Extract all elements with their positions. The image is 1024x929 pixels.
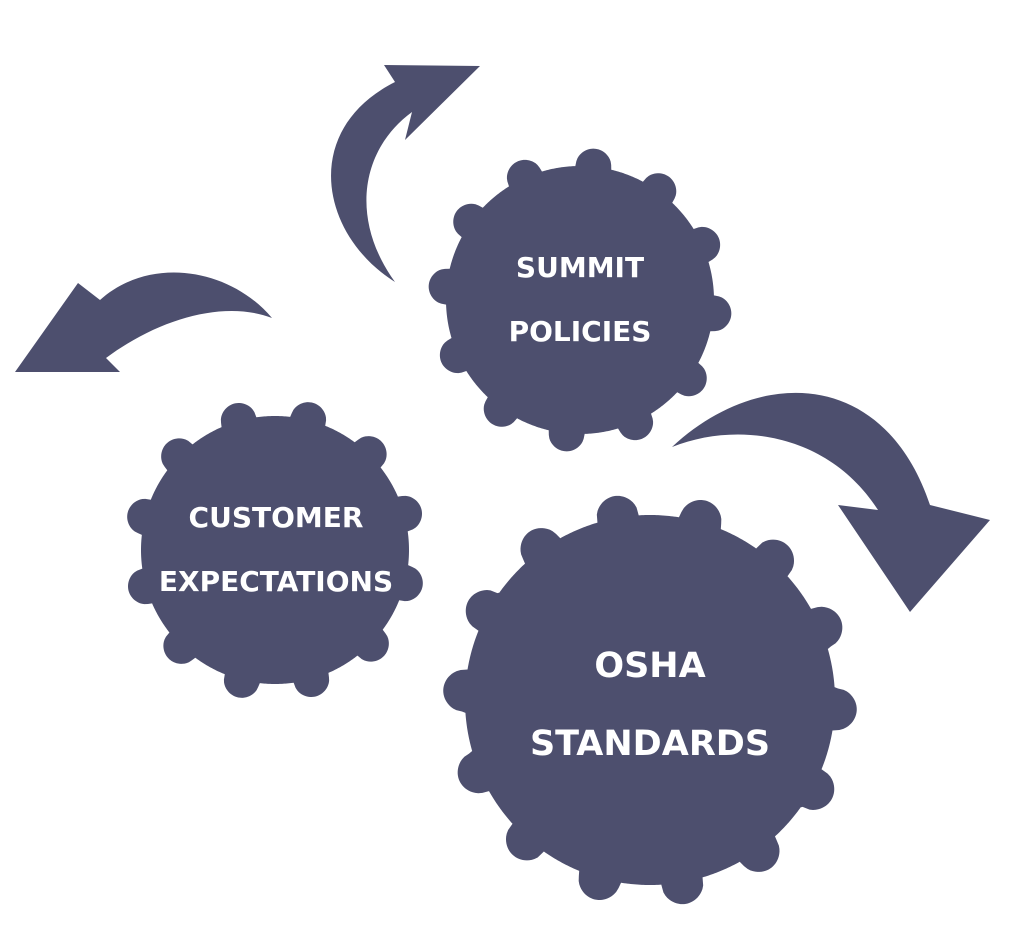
right-curved-arrow-icon <box>672 392 990 612</box>
osha-gear-label-line2: STANDARDS <box>530 724 770 764</box>
summit-gear-label-line2: POLICIES <box>509 315 652 348</box>
osha-gear-label-line1: OSHA <box>594 646 705 686</box>
summit-gear-label-line1: SUMMIT <box>516 251 644 284</box>
summit-policies-gear: SUMMIT POLICIES <box>428 148 732 452</box>
gear-icon <box>443 495 857 905</box>
customer-gear-label-line2: EXPECTATIONS <box>159 565 393 598</box>
customer-expectations-gear: CUSTOMER EXPECTATIONS <box>127 402 423 698</box>
osha-standards-gear: OSHA STANDARDS <box>443 495 857 905</box>
gear-icon <box>428 148 732 452</box>
customer-gear-label-line1: CUSTOMER <box>189 501 364 534</box>
top-curved-arrow-icon <box>331 65 480 282</box>
left-curved-arrow-icon <box>15 272 272 372</box>
gear-icon <box>127 402 423 698</box>
